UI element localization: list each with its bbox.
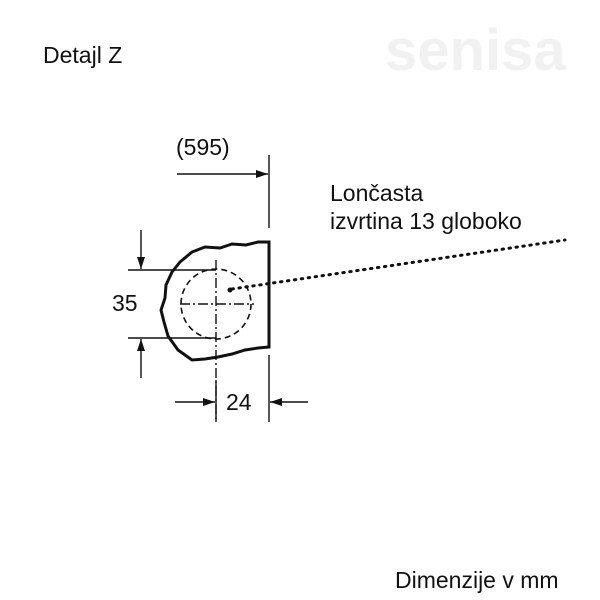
leader-dot: [227, 287, 233, 293]
dimension-35: 35: [112, 290, 138, 316]
watermark-logo: senisa: [385, 18, 566, 83]
dimension-595: (595): [176, 134, 230, 160]
callout-label-line2: izvrtina 13 globoko: [330, 208, 522, 234]
callout-leader: [230, 238, 567, 291]
callout-label-line1: Lončasta: [330, 180, 424, 206]
part-outline: [159, 240, 271, 362]
units-note: Dimenzije v mm: [395, 567, 559, 593]
page-title: Detajl Z: [43, 42, 123, 68]
dimension-24: 24: [226, 389, 252, 415]
